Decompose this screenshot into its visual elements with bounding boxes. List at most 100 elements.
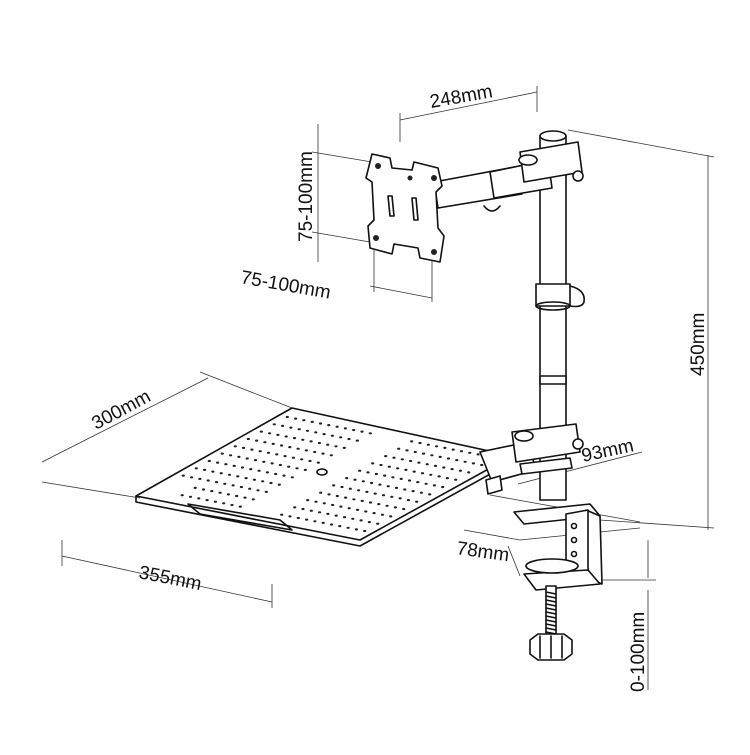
tray-vent-hole xyxy=(403,488,407,491)
label-arm-length: 248mm xyxy=(428,81,494,113)
tray-vent-hole xyxy=(288,446,292,449)
tray-vent-hole xyxy=(347,507,351,510)
tray-vent-hole xyxy=(265,471,269,474)
tray-vent-hole xyxy=(302,419,306,422)
tray-vent-hole xyxy=(373,492,377,495)
dimension-lines xyxy=(41,86,715,690)
tray-vent-hole xyxy=(310,420,314,423)
tray-vent-hole xyxy=(210,490,214,493)
tray-vent-hole xyxy=(347,437,351,441)
dim-vesa-width-line xyxy=(369,285,433,299)
tray-vent-hole xyxy=(386,485,390,488)
tray-vent-hole xyxy=(281,424,285,427)
tray-vent-hole xyxy=(394,486,399,489)
tray-vent-hole xyxy=(224,463,228,466)
tray-vent-hole xyxy=(313,450,317,454)
tray-vent-hole xyxy=(252,478,256,481)
tray-vent-hole xyxy=(471,462,475,465)
tray-vent-hole xyxy=(419,491,423,494)
tray-vent-hole xyxy=(345,477,349,480)
tray-vent-hole xyxy=(420,472,425,475)
desk-clamp xyxy=(513,503,603,661)
tray-vent-hole xyxy=(301,438,305,441)
tray-vent-hole xyxy=(213,500,217,503)
tray-vent-hole xyxy=(360,499,364,502)
tray-vent-hole xyxy=(197,497,201,500)
tray-vent-hole xyxy=(246,437,250,441)
tray-vent-hole xyxy=(240,466,245,469)
tray-vent-hole xyxy=(326,512,330,516)
tray-vent-hole xyxy=(190,476,194,479)
screw-thread-line xyxy=(545,611,557,615)
tray-vent-hole xyxy=(463,460,467,463)
tray-vent-hole xyxy=(203,468,207,471)
tray-vent-hole xyxy=(198,477,202,480)
tray-vent-hole xyxy=(411,490,415,493)
tray-vent-hole xyxy=(244,477,248,480)
tray-vent-hole xyxy=(205,499,209,502)
tray-vent-hole xyxy=(476,453,480,456)
tray-vent-hole xyxy=(428,493,432,496)
tray-vent-hole xyxy=(335,494,339,498)
tray-vent-hole xyxy=(359,519,363,522)
tray-vent-hole xyxy=(430,454,434,457)
tray-vent-hole xyxy=(368,432,372,435)
tray-vent-hole xyxy=(321,521,325,525)
tray-vent-hole xyxy=(300,458,304,461)
pole-cable-clip xyxy=(539,375,567,385)
tray-vent-hole xyxy=(296,516,300,520)
tray-vent-hole xyxy=(458,469,462,472)
tray-vent-hole xyxy=(319,491,323,494)
tray-vent-hole xyxy=(400,458,404,461)
tray-vent-hole xyxy=(296,447,300,450)
tray-vent-hole xyxy=(445,477,449,480)
tray-vent-hole xyxy=(352,428,356,432)
tray-vent-hole xyxy=(237,455,241,458)
dim-tray-depth-ext-right xyxy=(199,371,293,409)
tray-vent-hole xyxy=(364,510,368,513)
tray-vent-hole xyxy=(355,508,360,511)
tray-vent-hole xyxy=(358,469,362,472)
tray-vent-hole xyxy=(342,446,346,449)
tray-vent-hole xyxy=(243,496,247,499)
tray-vent-hole xyxy=(329,454,333,457)
vesa-slot-left xyxy=(387,195,395,217)
tray-vent-hole xyxy=(391,476,395,479)
dim-pole-height-ext-bottom xyxy=(599,519,715,529)
laptop-tray xyxy=(135,407,537,547)
screw-thread-line xyxy=(545,595,557,599)
tray-vent-hole xyxy=(270,462,274,465)
tray-vent-hole xyxy=(257,469,261,472)
tray-vent-hole xyxy=(239,485,243,489)
tray-vent-hole xyxy=(236,475,240,478)
tray-vent-hole xyxy=(443,446,447,449)
tray-vent-hole xyxy=(306,499,310,502)
screw-thread-line xyxy=(545,599,557,603)
vesa-plate-outline xyxy=(365,153,445,263)
tray-arm-joint xyxy=(511,423,584,475)
tray-center-hole xyxy=(316,468,328,476)
tray-vent-hole xyxy=(269,481,273,485)
tray-vent-hole xyxy=(441,485,445,489)
tray-vent-hole xyxy=(233,445,237,448)
dim-pole-height-ext-top xyxy=(567,129,715,158)
tray-vent-hole xyxy=(326,443,330,446)
tray-vent-hole xyxy=(334,445,338,448)
vesa-center-screw xyxy=(407,175,413,181)
tray-vent-hole xyxy=(294,417,298,420)
tray-vent-hole xyxy=(318,422,323,425)
tray-vent-hole xyxy=(207,459,211,463)
tray-vent-hole xyxy=(222,502,226,505)
label-arm-offset: 93mm xyxy=(580,435,636,467)
tray-vent-hole xyxy=(404,468,408,471)
tray-vent-hole xyxy=(259,430,263,433)
tray-vent-hole xyxy=(387,465,391,468)
tray-vent-hole xyxy=(357,489,361,492)
tray-vent-hole xyxy=(253,459,258,462)
tray-vent-hole xyxy=(381,494,386,497)
tray-vent-hole xyxy=(261,480,265,483)
tray-vent-hole xyxy=(361,480,365,483)
tray-vent-hole xyxy=(232,464,236,467)
tray-vent-hole xyxy=(372,511,376,515)
